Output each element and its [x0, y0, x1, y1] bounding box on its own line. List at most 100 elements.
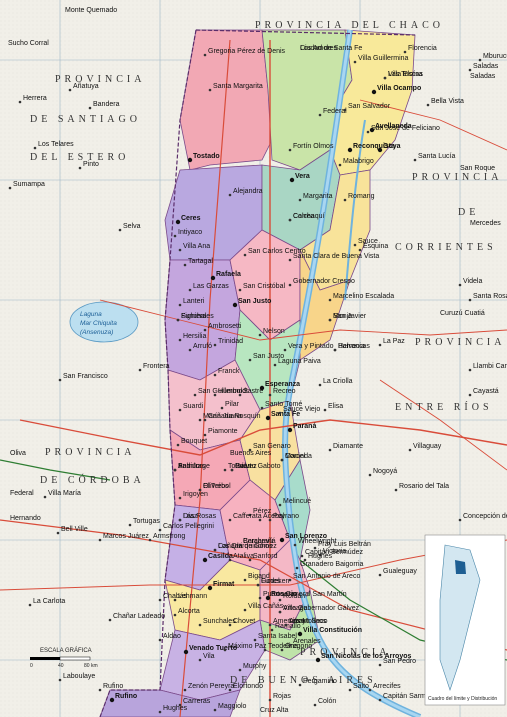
other-label-12: Ciudad de Santa Fe — [300, 45, 362, 52]
city-dot — [198, 488, 202, 492]
city-dot — [58, 678, 62, 682]
other-label-4: San Roque — [460, 165, 495, 172]
city-dot — [403, 50, 407, 54]
city-minor-97: Elisa — [323, 403, 343, 412]
city-dot — [303, 558, 307, 562]
city-label: Rojas — [273, 693, 291, 700]
city-dot — [248, 358, 252, 362]
city-dot — [369, 127, 375, 133]
city-label: Maciel — [285, 453, 306, 460]
city-label: Carreras — [183, 698, 211, 705]
city-minor-67: Salto — [348, 683, 369, 692]
scale-zero: 0 — [30, 663, 33, 669]
city-minor-43: Diamante — [328, 443, 363, 452]
city-dot — [213, 373, 217, 377]
city-dot — [183, 688, 187, 692]
city-label: Carlos Pellegrini — [163, 523, 214, 530]
city-major-5: Esperanza — [259, 381, 300, 391]
city-dot — [468, 368, 472, 372]
other-label-9: Hernando — [10, 515, 41, 522]
city-markers: Santa FeRosarioRafaelaReconquistaVenado … — [8, 7, 507, 714]
city-minor-116: San Guillermo — [193, 388, 242, 397]
city-minor-125: Carreras — [178, 698, 211, 707]
city-dot — [198, 623, 202, 627]
city-dot — [295, 566, 299, 570]
city-minor-29: Marcelino Escalada — [328, 293, 394, 302]
other-label-10: Cruz Alta — [260, 707, 289, 714]
city-label: Venado Tuerto — [189, 645, 237, 652]
city-minor-155: Oliveros — [198, 483, 229, 492]
city-label: Videla — [463, 278, 482, 285]
city-major-0: Santa Fe — [265, 411, 300, 421]
city-dot — [383, 76, 387, 80]
city-label: Máximo Paz — [228, 643, 267, 650]
city-minor-18: San Genaro — [248, 443, 291, 452]
san-javier-river — [344, 119, 366, 301]
district-san-lorenzo — [274, 458, 311, 562]
city-minor-151: Barrancas — [333, 343, 370, 352]
city-dot — [238, 668, 242, 672]
city-major-15: Villa Constitución — [297, 627, 362, 637]
city-label: Firmat — [213, 581, 235, 588]
city-minor-138: Wheelwright — [293, 538, 337, 547]
city-dot — [343, 198, 347, 202]
city-dot — [98, 688, 102, 692]
city-label: Las Garzas — [193, 283, 229, 290]
city-label: Concepción del Uruguay — [463, 513, 507, 520]
city-dot — [258, 518, 262, 522]
city-dot — [228, 193, 232, 197]
city-label: Hughes — [308, 553, 333, 560]
city-label: Los Molinos — [289, 618, 327, 625]
city-dot — [178, 338, 182, 342]
city-label: Gregorio — [285, 643, 312, 650]
city-dot — [283, 348, 287, 352]
city-label: Salto — [353, 683, 369, 690]
city-minor-57: Bandera — [88, 101, 120, 110]
city-dot — [378, 698, 382, 702]
city-major-14: Firmat — [207, 581, 235, 591]
city-dot — [175, 219, 181, 225]
inset-santa-fe-highlight — [455, 560, 466, 574]
city-minor-121: Sunchales — [198, 618, 236, 627]
city-dot — [278, 503, 282, 507]
city-minor-19: Romang — [343, 193, 375, 202]
city-label: San Genaro — [253, 443, 291, 450]
city-dot — [228, 558, 232, 562]
city-label: Esperanza — [265, 381, 300, 388]
city-label: Sunchales — [181, 313, 214, 320]
city-dot — [203, 418, 207, 422]
city-label: Gregoria Pérez de Denis — [208, 48, 286, 55]
city-label: Granadero Baigorria — [300, 561, 364, 568]
city-dot — [458, 518, 462, 522]
city-label: San Lorenzo — [285, 533, 327, 540]
city-dot — [318, 553, 322, 557]
city-dot — [284, 623, 288, 627]
city-label: Pinto — [83, 161, 99, 168]
city-dot — [348, 688, 352, 692]
city-label: Recreo — [273, 388, 296, 395]
city-label: Bell Ville — [61, 526, 88, 533]
city-minor-131: Santa Isabel — [253, 633, 297, 642]
city-minor-93: Nelson — [258, 328, 285, 337]
city-minor-32: Santo Tomé — [260, 401, 302, 410]
city-minor-90: Franck — [213, 368, 240, 377]
city-dot — [243, 608, 247, 612]
city-minor-85: María Juana — [198, 413, 242, 422]
city-minor-100: Cayastá — [468, 388, 499, 397]
inset-argentina-shape — [439, 544, 481, 691]
city-dot — [207, 585, 213, 591]
city-minor-154: Andino — [173, 463, 200, 472]
city-label: San Pedro — [383, 658, 416, 665]
city-label: Helvecia — [338, 343, 365, 350]
city-label: Nogoyá — [373, 468, 397, 475]
city-dot — [323, 408, 327, 412]
city-minor-62: La Carlota — [28, 598, 65, 607]
city-minor-15: Rufino — [98, 683, 123, 692]
city-minor-61: Selva — [118, 223, 141, 232]
city-dot — [368, 473, 372, 477]
city-minor-147: Fighiera — [176, 313, 206, 322]
inset-label: Cuadro del límite y Distribución — [428, 696, 497, 702]
city-label: Las Toscas — [388, 71, 423, 78]
city-dot — [280, 648, 284, 652]
city-dot — [315, 657, 321, 663]
